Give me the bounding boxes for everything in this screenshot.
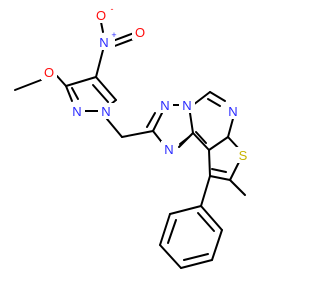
bond [159, 213, 171, 246]
bond [92, 84, 109, 103]
atom-pyrazole-n2: N [69, 103, 85, 119]
atom-symbol: N [101, 104, 110, 119]
bond [179, 136, 190, 145]
bond [207, 98, 221, 107]
atom-nitro-oxygen-minus: O - [93, 4, 114, 23]
atom-symbol: N [72, 104, 81, 119]
bond-lines [14, 21, 246, 269]
bond [14, 79, 42, 91]
bond [95, 76, 117, 101]
atom-symbol: O [135, 25, 145, 40]
bond [197, 212, 215, 232]
atom-symbol: O [96, 8, 106, 23]
atom-symbol: N [164, 142, 173, 157]
atom-charge: - [111, 4, 114, 14]
bond [152, 112, 163, 132]
atom-labels: O N + O - O N N [41, 4, 251, 163]
bond [106, 118, 123, 138]
bond [229, 159, 241, 181]
atom-triazole-n4: N [161, 141, 177, 157]
bond [200, 205, 223, 231]
bond [208, 136, 229, 151]
bond [56, 75, 67, 87]
atom-methoxy-oxygen: O [41, 64, 57, 80]
atom-symbol: N [99, 35, 108, 50]
bond [189, 112, 194, 134]
atom-triazole-n1: N [157, 97, 173, 113]
bond [121, 130, 154, 138]
atom-charge: + [111, 30, 116, 40]
atom-pyrimidine-n: N [225, 103, 241, 119]
bond [209, 175, 231, 181]
bond [65, 85, 73, 102]
bond [211, 168, 227, 173]
atom-symbol: O [44, 65, 54, 80]
bond [169, 205, 202, 215]
bond [71, 87, 79, 100]
molecule-structure-diagram: O N + O - O N N [14, 4, 251, 269]
bond [65, 76, 97, 87]
bond [159, 244, 182, 269]
bond [183, 253, 209, 261]
atom-symbol: N [160, 98, 169, 113]
bond [100, 21, 104, 33]
bond [195, 131, 207, 144]
atom-pyrazole-n1: N [98, 103, 114, 119]
atom-nitro-oxygen-double: O [132, 24, 148, 40]
bond [229, 179, 246, 196]
atom-symbol: N [182, 98, 191, 113]
atom-symbol: N [228, 104, 237, 119]
bond [208, 149, 211, 177]
bond [192, 132, 210, 151]
bond [200, 175, 211, 207]
atom-symbol: S [239, 148, 248, 163]
bond [192, 91, 211, 106]
atom-thiophene-sulfur: S [235, 147, 251, 163]
bond [167, 219, 177, 244]
bond [211, 229, 223, 261]
atom-triazole-bridgehead-n: N [179, 97, 195, 113]
bond [209, 91, 226, 102]
bond [146, 112, 156, 128]
bond [180, 259, 213, 269]
atom-nitro-nitrogen: N + [97, 30, 117, 50]
bond [95, 49, 104, 78]
